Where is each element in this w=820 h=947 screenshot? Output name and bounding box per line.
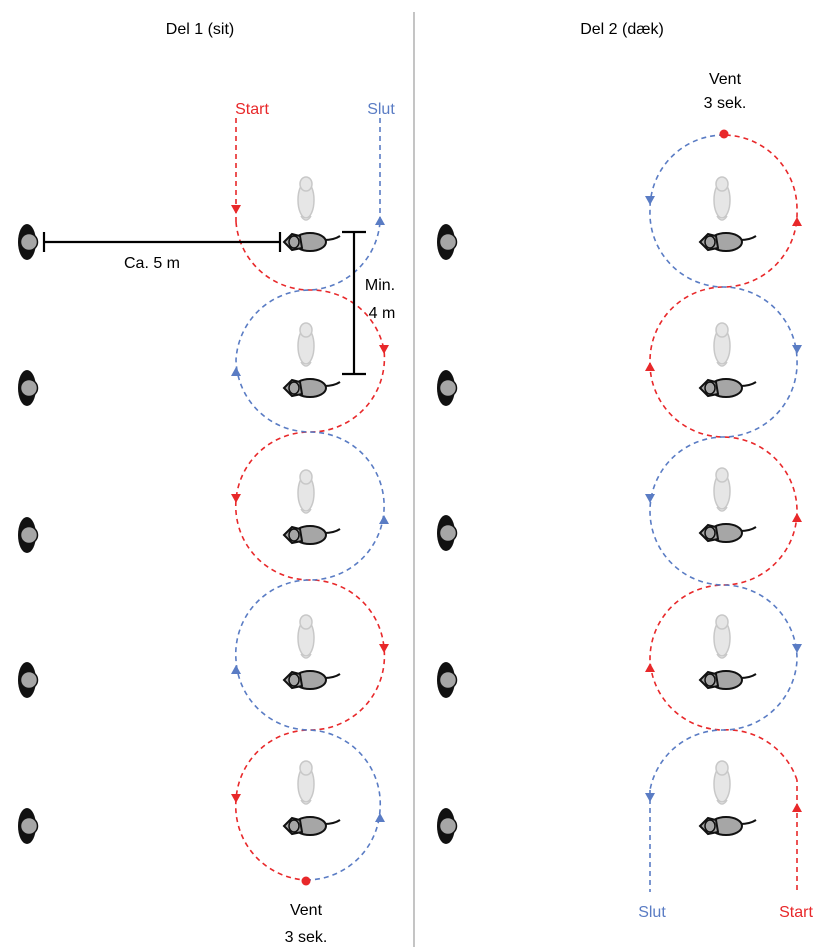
dog-lying-icon — [698, 378, 757, 398]
dog-sitting-ghost-icon — [713, 176, 731, 221]
dog-lying-icon — [698, 523, 757, 543]
arrow-icon — [792, 644, 802, 653]
spacing-label: Min. — [365, 277, 395, 294]
arrow-icon — [375, 216, 385, 225]
part2-title: Del 2 (dæk) — [580, 21, 664, 38]
wait-point-icon — [301, 876, 311, 886]
part2-start-label: Start — [779, 904, 813, 921]
handler-icon — [18, 662, 39, 698]
part2-red-path — [649, 134, 798, 781]
part2-blue-path — [649, 134, 798, 791]
handler-icon — [437, 515, 458, 551]
arrow-icon — [231, 494, 241, 503]
handler-icon — [18, 370, 39, 406]
part1-wait-label: Vent — [290, 902, 323, 919]
arrow-icon — [375, 813, 385, 822]
arrow-icon — [231, 367, 241, 376]
dog-sitting-ghost-icon — [713, 614, 731, 659]
arrow-icon — [231, 665, 241, 674]
handler-icon — [437, 224, 458, 260]
part1-paths — [234, 118, 386, 881]
wait-point-icon — [719, 129, 729, 139]
dog-sitting-ghost-icon — [713, 467, 731, 512]
handler-icon — [437, 808, 458, 844]
dog-lying-icon — [282, 670, 341, 690]
arrow-icon — [231, 205, 241, 214]
dog-sitting-ghost-icon — [297, 176, 315, 221]
dog-sitting-ghost-icon — [297, 322, 315, 367]
dog-lying-icon — [698, 232, 757, 252]
handler-icon — [18, 224, 39, 260]
arrow-icon — [792, 217, 802, 226]
arrow-icon — [231, 794, 241, 803]
arrow-icon — [379, 345, 389, 354]
part1-title: Del 1 (sit) — [166, 21, 234, 38]
arrow-icon — [792, 345, 802, 354]
arrow-icon — [645, 362, 655, 371]
handler-icon — [18, 517, 39, 553]
part1-red-path — [234, 221, 386, 881]
dog-sitting-ghost-icon — [297, 469, 315, 514]
arrow-icon — [379, 644, 389, 653]
dog-lying-icon — [282, 816, 341, 836]
handler-icon — [437, 370, 458, 406]
handler-icon — [437, 662, 458, 698]
arrow-icon — [379, 515, 389, 524]
part1-blue-path — [234, 221, 385, 881]
arrow-icon — [792, 803, 802, 812]
spacing-label-2: 4 m — [369, 305, 396, 322]
part2-end-label: Slut — [638, 904, 666, 921]
part2-wait-label-2: 3 sek. — [704, 95, 747, 112]
dog-lying-icon — [282, 232, 341, 252]
handlers — [18, 224, 458, 844]
dog-sitting-ghost-icon — [297, 760, 315, 805]
part1-arrowheads — [231, 205, 389, 822]
dogs — [282, 176, 757, 836]
arrow-icon — [645, 494, 655, 503]
distance-measure — [42, 232, 282, 252]
part1-end-label: Slut — [367, 101, 395, 118]
distance-label: Ca. 5 m — [124, 255, 180, 272]
dog-sitting-ghost-icon — [713, 760, 731, 805]
arrow-icon — [645, 793, 655, 802]
dog-lying-icon — [698, 670, 757, 690]
dog-sitting-ghost-icon — [297, 614, 315, 659]
part1-wait-label-2: 3 sek. — [285, 929, 328, 946]
part2-arrowheads — [645, 196, 802, 812]
arrow-icon — [645, 196, 655, 205]
dog-sitting-ghost-icon — [713, 322, 731, 367]
dog-lying-icon — [282, 525, 341, 545]
part1-start-label: Start — [235, 101, 269, 118]
handler-icon — [18, 808, 39, 844]
part2-paths — [649, 134, 798, 892]
arrow-icon — [792, 513, 802, 522]
dog-lying-icon — [282, 378, 341, 398]
part2-wait-label: Vent — [709, 71, 742, 88]
dog-lying-icon — [698, 816, 757, 836]
spacing-measure — [342, 230, 366, 376]
arrow-icon — [645, 663, 655, 672]
